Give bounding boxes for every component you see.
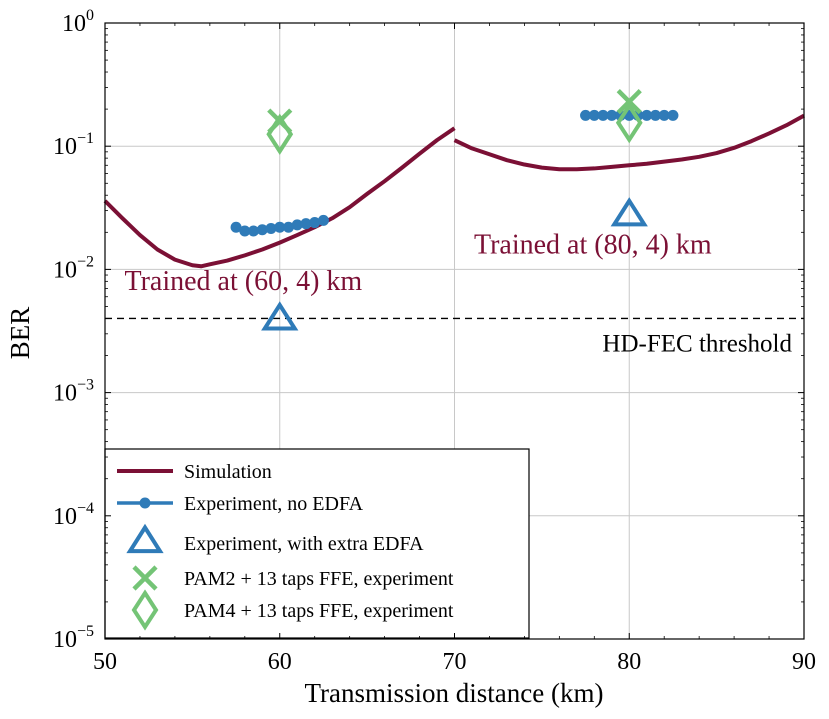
experiment-no-edfa-point bbox=[239, 225, 251, 237]
y-tick-base: 10 bbox=[53, 257, 77, 283]
legend-box bbox=[104, 448, 530, 639]
simulation-line bbox=[453, 113, 805, 172]
y-tick-exponent: −2 bbox=[77, 253, 94, 270]
x-tick-label: 70 bbox=[443, 649, 467, 675]
y-tick-base: 10 bbox=[53, 134, 77, 160]
pam4-diamond bbox=[266, 113, 294, 155]
experiment-no-edfa-point bbox=[274, 221, 286, 233]
x-axis-label: Transmission distance (km) bbox=[305, 678, 604, 708]
experiment-no-edfa-point bbox=[667, 109, 679, 121]
y-tick-base: 10 bbox=[53, 627, 77, 653]
data-series bbox=[103, 89, 805, 331]
experiment-no-edfa-point bbox=[282, 221, 294, 233]
experiment-no-edfa-point bbox=[658, 109, 670, 121]
legend-label: Experiment, no EDFA bbox=[184, 493, 364, 515]
experiment-no-edfa-point bbox=[641, 109, 653, 121]
legend-label: Simulation bbox=[184, 461, 272, 483]
y-tick-exponent: −4 bbox=[77, 500, 94, 517]
legend-swatch-diamond bbox=[131, 589, 159, 631]
extra-edfa-triangle bbox=[610, 197, 648, 227]
experiment-no-edfa-point bbox=[588, 109, 600, 121]
cross-stroke bbox=[616, 89, 642, 115]
y-tick-exponent: −5 bbox=[77, 623, 94, 640]
y-tick-label: 10−4 bbox=[53, 500, 94, 530]
legend-item: Experiment, with extra EDFA bbox=[126, 523, 424, 555]
y-tick-label: 10−2 bbox=[53, 253, 94, 283]
legend-item: PAM4 + 13 taps FFE, experiment bbox=[131, 589, 454, 631]
x-tick-label: 50 bbox=[93, 649, 117, 675]
experiment-no-edfa-point bbox=[265, 222, 277, 234]
legend-label: PAM4 + 13 taps FFE, experiment bbox=[184, 600, 454, 622]
experiment-no-edfa-point bbox=[256, 224, 268, 236]
hd-fec-threshold-label: HD-FEC threshold bbox=[602, 330, 792, 357]
experiment-no-edfa-point bbox=[649, 109, 661, 121]
experiment-no-edfa-point bbox=[317, 214, 329, 226]
y-tick-exponent: −3 bbox=[77, 377, 94, 394]
annotations: Trained at (60, 4) km Trained at (80, 4) … bbox=[124, 229, 711, 297]
cross-stroke bbox=[132, 565, 158, 591]
y-tick-label: 100 bbox=[62, 7, 94, 37]
legend-item: PAM2 + 13 taps FFE, experiment bbox=[132, 565, 454, 591]
trained-annotation: Trained at (80, 4) km bbox=[474, 229, 712, 260]
legend-swatch-triangle bbox=[126, 523, 164, 554]
y-tick-label: 10−1 bbox=[53, 130, 94, 160]
extra-edfa-triangle bbox=[261, 301, 299, 331]
legend-label: PAM2 + 13 taps FFE, experiment bbox=[184, 568, 454, 590]
experiment-no-edfa-point bbox=[597, 109, 609, 121]
x-tick-label: 80 bbox=[617, 649, 641, 675]
y-axis-label: BER bbox=[5, 307, 35, 360]
y-tick-label: 10−3 bbox=[53, 377, 94, 407]
x-tick-label: 90 bbox=[792, 649, 816, 675]
y-tick-base: 10 bbox=[53, 504, 77, 530]
experiment-no-edfa-point bbox=[230, 221, 242, 233]
experiment-no-edfa-point bbox=[300, 218, 312, 230]
pam2-cross bbox=[616, 89, 642, 115]
experiment-no-edfa-point bbox=[291, 219, 303, 231]
y-tick-label: 10−5 bbox=[53, 623, 94, 653]
experiment-no-edfa-point bbox=[248, 225, 260, 237]
y-tick-exponent: 0 bbox=[86, 7, 94, 24]
experiment-no-edfa-point bbox=[580, 109, 592, 121]
x-tick-label: 60 bbox=[268, 649, 292, 675]
experiment-no-edfa-point bbox=[309, 217, 321, 229]
legend-swatch-point bbox=[139, 497, 151, 509]
threshold: HD-FEC threshold bbox=[105, 317, 804, 357]
simulation-line bbox=[103, 126, 456, 269]
y-tick-base: 10 bbox=[62, 11, 86, 37]
pam4-diamond bbox=[615, 102, 643, 144]
legend-swatch-cross bbox=[132, 565, 158, 591]
legend-label: Experiment, with extra EDFA bbox=[184, 533, 424, 555]
experiment-no-edfa-point bbox=[606, 109, 618, 121]
y-tick-base: 10 bbox=[53, 381, 77, 407]
y-tick-exponent: −1 bbox=[77, 130, 94, 147]
trained-annotation: Trained at (60, 4) km bbox=[124, 266, 362, 297]
legend-item: Simulation bbox=[117, 461, 272, 483]
legend-item: Experiment, no EDFA bbox=[117, 493, 364, 515]
